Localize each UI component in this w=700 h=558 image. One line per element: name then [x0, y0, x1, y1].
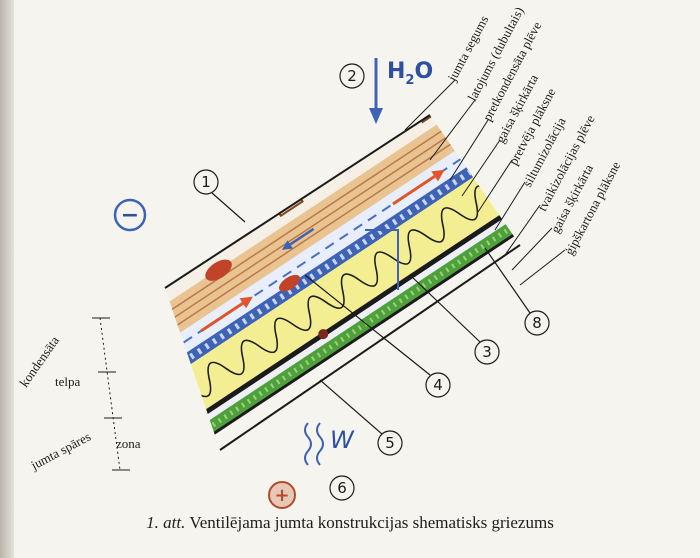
marker-3: 3	[482, 343, 492, 361]
marker-4: 4	[433, 376, 443, 394]
marker-group	[193, 63, 550, 501]
lower-air-gap-layer	[165, 159, 520, 450]
marker-numbers: 1 2 3 4 5 6 8	[201, 67, 542, 497]
figure-reference: 1. att.	[146, 513, 186, 532]
gypsum-hatch	[165, 167, 520, 450]
vapor-symbol: W	[330, 426, 355, 454]
windbreak-hatch	[165, 115, 520, 425]
figure-caption: 1. att. Ventilējama jumta konstrukcijas …	[0, 513, 700, 533]
section-outline	[164, 114, 431, 289]
page-binding-shadow	[0, 0, 14, 558]
vapor-point	[318, 329, 329, 340]
marker-1: 1	[201, 173, 211, 191]
zone-label-condensate: telpa	[55, 374, 80, 389]
marker-2: 2	[347, 67, 357, 85]
zone-label-rafter: jumta spāres	[27, 429, 93, 473]
condensate-droplet	[205, 259, 232, 281]
vapor-wave	[316, 422, 324, 466]
air-flow-arrowhead	[239, 296, 253, 309]
batten-block	[116, 279, 152, 315]
vapor-rise-path	[365, 229, 399, 290]
minus-symbol: −	[121, 203, 139, 228]
roof-layer-stack	[116, 115, 520, 450]
plus-symbol: +	[274, 485, 289, 506]
air-flow-arrow	[392, 175, 436, 206]
vapor-barrier-layer	[165, 155, 520, 450]
ceiling-edge	[165, 174, 520, 450]
air-flow-arrow	[200, 302, 244, 333]
figure-caption-text: Ventilējama jumta konstrukcijas shematis…	[189, 513, 554, 532]
marker-5: 5	[385, 434, 395, 452]
air-flow-arrowhead	[431, 169, 445, 182]
zone-brackets	[92, 317, 130, 471]
vapor-wave	[304, 422, 312, 466]
condensate-droplet	[278, 274, 301, 292]
water-symbol: H2O	[387, 59, 433, 88]
downflow-arrowhead	[212, 230, 226, 243]
roof-section-diagram: jumta segums latojums (dubultais) pretko…	[16, 4, 623, 509]
marker-6: 6	[337, 479, 347, 497]
plus-circle	[268, 481, 296, 509]
leader-lines	[404, 79, 566, 286]
water-arrowhead	[369, 108, 383, 124]
moisture-path-arrowhead	[281, 240, 293, 250]
minus-circle	[113, 198, 147, 232]
zone-label-rafter: zona	[116, 436, 141, 451]
marker-8: 8	[532, 314, 542, 332]
section-outline	[219, 244, 521, 451]
moisture-path-arrow	[287, 227, 315, 247]
